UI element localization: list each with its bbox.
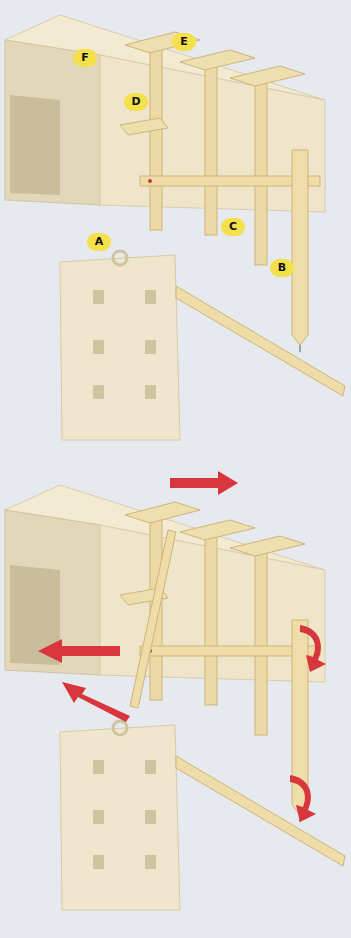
callout-letter: A: [87, 233, 111, 251]
diagonal-brace: [130, 530, 176, 708]
top-machine: [5, 15, 345, 440]
callout-letter: E: [172, 33, 196, 51]
motion-arrows: [38, 471, 326, 822]
bottom-machine: [5, 485, 345, 910]
callout-letter: C: [221, 218, 245, 236]
callout-letter: D: [124, 93, 148, 111]
callout-letter: F: [73, 49, 97, 67]
callout-letter: B: [270, 259, 294, 277]
